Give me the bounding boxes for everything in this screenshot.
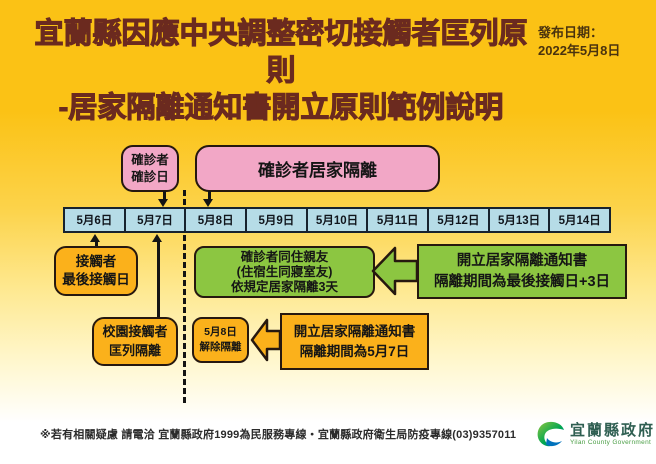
timeline-cell: 5月7日 (123, 209, 185, 231)
yilan-government-logo: 宜蘭縣政府 Yilan County Government (536, 420, 655, 448)
arrow-up-icon (90, 234, 100, 242)
page-title-line2: -居家隔離通知書開立原則範例說明 (58, 91, 504, 124)
arrow-isolation-to-may8 (208, 191, 211, 200)
notice-contact-line1: 開立居家隔離通知書 (456, 253, 588, 270)
page-title: 宜蘭縣因應中央調整密切接觸者匡列原則 -居家隔離通知書開立原則範例說明 (22, 16, 540, 127)
contact-last-day-line2: 最後接觸日 (62, 272, 130, 287)
cohabitants-line1: 確診者同住親友 (240, 249, 329, 264)
campus-contacts-line2: 匡列隔離 (108, 342, 161, 358)
notice-contact-line2: 隔離期間為最後接觸日+3日 (433, 273, 611, 290)
campus-contacts-line1: 校園接觸者 (102, 324, 168, 340)
timeline-cell: 5月6日 (76, 215, 113, 227)
cohabitants-line3: 依規定居家隔離3天 (231, 279, 338, 294)
footer-contact-note: ※若有相關疑慮 請電洽 宜蘭縣政府1999為民服務專線・宜蘭縣政府衛生局防疫專線… (40, 429, 517, 441)
confirmed-case-date-line1: 確診者 (131, 153, 169, 168)
isolation-notice-campus-box: 開立居家隔離通知書 隔離期間為5月7日 (280, 313, 429, 370)
notice-campus-line1: 開立居家隔離通知書 (293, 323, 416, 339)
contact-last-day-line1: 接觸者 (75, 253, 117, 269)
cohabitants-box: 確診者同住親友 (住宿生同寢室友) 依規定居家隔離3天 (194, 246, 375, 298)
arrow-down-icon (158, 199, 168, 207)
timeline-cell: 5月12日 (427, 209, 488, 231)
yilan-logo-icon (537, 421, 564, 447)
release-date-box: 5月8日 解除隔離 (192, 317, 249, 363)
campus-contacts-box: 校園接觸者 匡列隔離 (92, 317, 178, 366)
confirmed-case-date-line2: 確診日 (131, 169, 169, 184)
timeline-cell: 5月14日 (548, 209, 609, 231)
logo-subtitle: Yilan County Government (570, 438, 652, 446)
timeline-cell: 5月9日 (245, 209, 306, 231)
timeline-cell: 5月10日 (305, 209, 367, 231)
date-timeline: 5月6日 5月7日 5月8日 5月9日 5月10日 5月11日 5月12日 5月… (63, 207, 611, 233)
contact-last-day-box: 接觸者 最後接觸日 (54, 246, 138, 296)
release-line2: 解除隔離 (199, 341, 242, 353)
release-line1: 5月8日 (204, 325, 237, 338)
confirmed-case-date-box: 確診者 確診日 (121, 145, 179, 192)
line-campus-to-may7 (157, 241, 160, 318)
timeline-cell: 5月11日 (366, 209, 427, 231)
arrow-up-icon (152, 234, 162, 242)
arrow-contact-to-may6 (95, 241, 98, 248)
notice-campus-line2: 隔離期間為5月7日 (299, 343, 410, 359)
arrow-down-icon (203, 199, 213, 207)
timeline-cell: 5月13日 (487, 209, 549, 231)
confirmed-home-isolation-box: 確診者居家隔離 (195, 145, 440, 192)
isolation-notice-contact-box: 開立居家隔離通知書 隔離期間為最後接觸日+3日 (417, 244, 627, 299)
arrow-confirmed-to-may7 (163, 191, 166, 200)
confirmed-home-isolation-label: 確診者居家隔離 (258, 161, 377, 180)
publish-date: 發布日期： 2022年5月8日 (538, 24, 620, 60)
page-title-line1: 宜蘭縣因應中央調整密切接觸者匡列原則 (34, 17, 528, 87)
logo-name: 宜蘭縣政府 (570, 421, 656, 439)
publish-date-value: 2022年5月8日 (538, 43, 621, 58)
cohabitants-line2: (住宿生同寢室友) (236, 264, 333, 279)
dashed-divider-line (183, 190, 186, 403)
logo-text: 宜蘭縣政府 Yilan County Government (570, 421, 656, 446)
green-left-arrow-icon (371, 246, 419, 296)
yellow-left-arrow-icon (250, 318, 282, 362)
publish-date-label: 發布日期： (538, 25, 604, 40)
timeline-cell: 5月8日 (184, 209, 245, 231)
